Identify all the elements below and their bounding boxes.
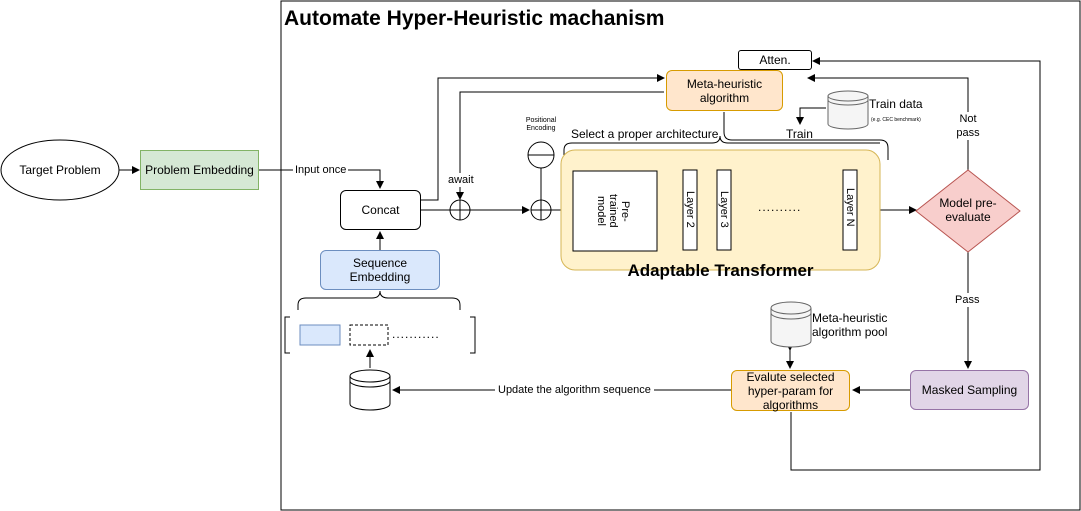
edge-loop-to-atten [790,57,1041,471]
not-pass-label: Not pass [953,112,983,140]
concat-node: Concat [340,190,421,230]
train-data-label: Train data [869,97,923,111]
algorithm-pool-db [770,301,812,348]
plus-circle-await [449,199,471,221]
pretrained-model-label: Pre-trained model [595,194,631,228]
await-label: await [448,173,474,187]
meta-heuristic-node: Meta-heuristic algorithm [666,70,783,111]
mechanism-frame [280,0,1081,511]
adaptable-transformer-label: Adaptable Transformer [627,261,814,280]
evaluate-selected-label: Evalute selected hyper-param for algorit… [746,369,835,412]
atten-node: Atten. [738,50,812,70]
sequence-bracket-left [284,316,290,354]
pretrained-model-box [572,170,658,252]
problem-embedding-node: Problem Embedding [140,150,259,190]
positional-encoding-label: Positional Encoding [525,117,557,132]
sequence-embedding-node: Sequence Embedding [320,250,440,290]
algorithm-pool-label: Meta-heuristic algorithm pool [812,311,888,339]
layer2-label: Layer 2 [684,191,696,228]
train-data-db [827,90,869,130]
plus-circle-posenc [530,199,552,221]
sequence-dots: ........... [392,327,440,341]
edge-traindata-to-train [796,107,826,125]
layer3-label: Layer 3 [718,191,730,228]
model-pre-evaluate-label: Model pre-evaluate [939,196,997,224]
sequence-bracket-right [470,316,476,354]
target-problem-label: Target Problem [19,163,101,177]
train-data-note: (e.g. CEC benchmark) [871,117,921,123]
layern-label: Layer N [844,188,856,227]
input-once-label: Input once [293,163,349,177]
masked-sampling-label: Masked Sampling [921,383,1018,397]
train-brace [723,112,889,160]
meta-heuristic-label: Meta-heuristic algorithm [686,76,763,105]
train-label: Train [786,127,813,141]
select-brace [563,135,880,155]
model-pre-evaluate-diamond [915,169,1021,253]
layer2-box [682,169,698,251]
layern-box [842,169,858,251]
edge-concat-to-metaheuristic [421,74,665,201]
problem-embedding-label: Problem Embedding [145,163,254,177]
masked-sampling-node: Masked Sampling [910,370,1029,410]
sequence-embedding-label: Sequence Embedding [349,256,411,284]
layer3-box [716,169,732,251]
edge-await [456,91,664,200]
select-architecture-label: Select a proper architecture [571,127,719,141]
diagram-title: Automate Hyper-Heuristic machanism [284,7,665,30]
concat-label: Concat [361,203,400,217]
sequence-item-dashed [349,324,389,346]
atten-label: Atten. [759,53,791,67]
layer-dots: .......... [758,200,802,214]
evaluate-selected-node: Evalute selected hyper-param for algorit… [731,369,850,412]
pass-label: Pass [955,293,980,307]
sequence-db [349,369,391,411]
sequence-brace [297,290,461,310]
sequence-item-filled [299,324,341,346]
positional-encoding-icon [527,141,555,169]
update-sequence-label: Update the algorithm sequence [495,383,654,397]
